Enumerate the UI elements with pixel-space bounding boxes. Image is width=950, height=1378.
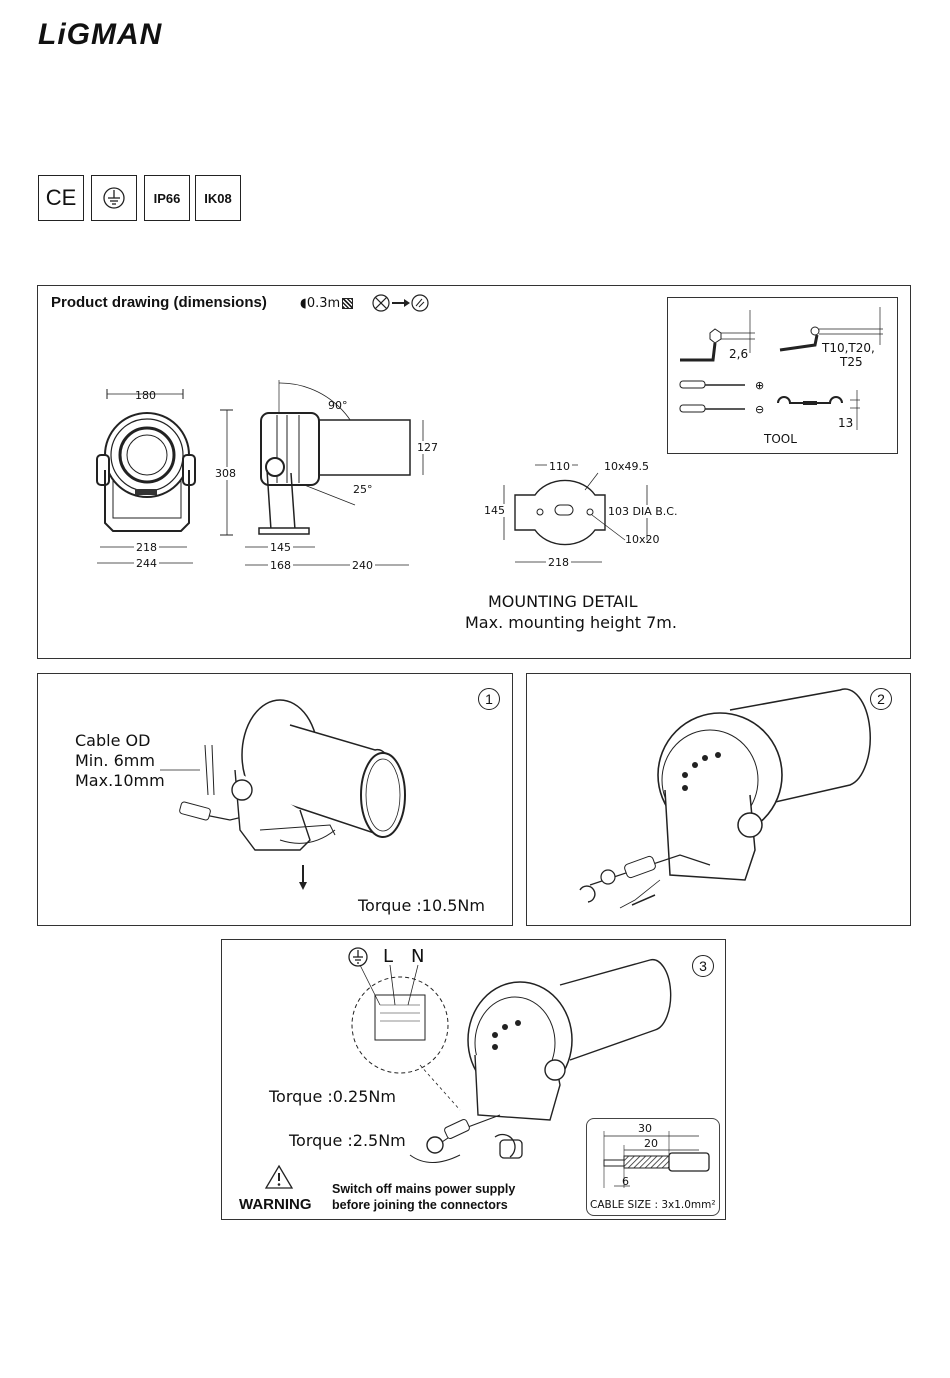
ce-mark: CE [38,175,84,221]
distance-icon: ◖ [300,296,307,311]
dim-240: 240 [350,559,375,572]
dim-218-front: 218 [134,541,159,554]
mounting-caption: MOUNTING DETAIL [488,592,638,611]
replace-lamp-icon [372,294,429,312]
mount-slot-top: 10x49.5 [604,460,649,473]
cable-od-title: Cable OD [75,731,151,750]
drawing-title: Product drawing (dimensions) [51,294,267,311]
mount-dim-145: 145 [484,504,505,517]
cable-od-max: Max.10mm [75,771,165,790]
cable-od-min: Min. 6mm [75,751,155,770]
tool-box [667,297,898,454]
torque-small: Torque :0.25Nm [269,1087,396,1106]
mount-bc: 103 DIA B.C. [608,505,678,518]
terminal-n: N [411,946,425,967]
dim-168: 168 [268,559,293,572]
torque-large: Torque :2.5Nm [289,1131,406,1150]
step-1-number: 1 [478,688,500,710]
strip-dim-6: 6 [622,1175,629,1188]
step-3-number: 3 [692,955,714,977]
tool-label: TOOL [764,432,797,446]
dim-145-side: 145 [268,541,293,554]
step-1-illustration [160,699,406,890]
strip-dim-30: 30 [638,1122,652,1135]
side-view-drawing [220,380,424,566]
ik08-badge: IK08 [195,175,241,221]
hatch-icon [342,298,354,309]
mount-slot-bottom: 10x20 [625,533,660,546]
dim-127: 127 [417,441,438,454]
cable-size: CABLE SIZE : 3x1.0mm² [590,1199,716,1211]
warning-line-2: before joining the connectors [332,1198,508,1212]
mount-dim-110: 110 [547,460,572,473]
tool-wrench-size: 13 [838,416,854,430]
step-3-illustration [351,958,672,1163]
dim-180: 180 [135,389,156,402]
svg-text:⊖: ⊖ [755,403,764,416]
brand-logo: LiGMAN [38,18,163,51]
strip-dim-20: 20 [644,1137,658,1150]
terminal-l: L [383,946,394,967]
svg-text:⊕: ⊕ [755,379,764,392]
dim-90deg: 90° [328,399,348,412]
ip66-badge: IP66 [144,175,190,221]
warning-label: WARNING [239,1196,312,1213]
dim-25deg: 25° [353,483,373,496]
mounting-height: Max. mounting height 7m. [465,613,677,632]
warning-line-1: Switch off mains power supply [332,1182,516,1196]
tool-torx-sizes: T10,T20, [822,341,875,355]
step-1-torque: Torque :10.5Nm [358,896,485,915]
step-2-number: 2 [870,688,892,710]
mount-dim-218: 218 [546,556,571,569]
min-distance: ◖0.3m [300,296,354,311]
tool-hex-size: 2,6 [729,347,749,361]
tool-drawings: ⊕ ⊖ [679,307,883,430]
dim-244: 244 [134,557,159,570]
dim-308: 308 [215,467,236,480]
earth-icon [91,175,137,221]
warning-icon [264,1164,294,1189]
step-2-illustration [579,688,871,909]
front-view-drawing [96,389,196,564]
tool-torx-size2: T25 [840,355,863,369]
earth-terminal-icon [348,947,368,967]
cable-strip-drawing [603,1131,710,1188]
